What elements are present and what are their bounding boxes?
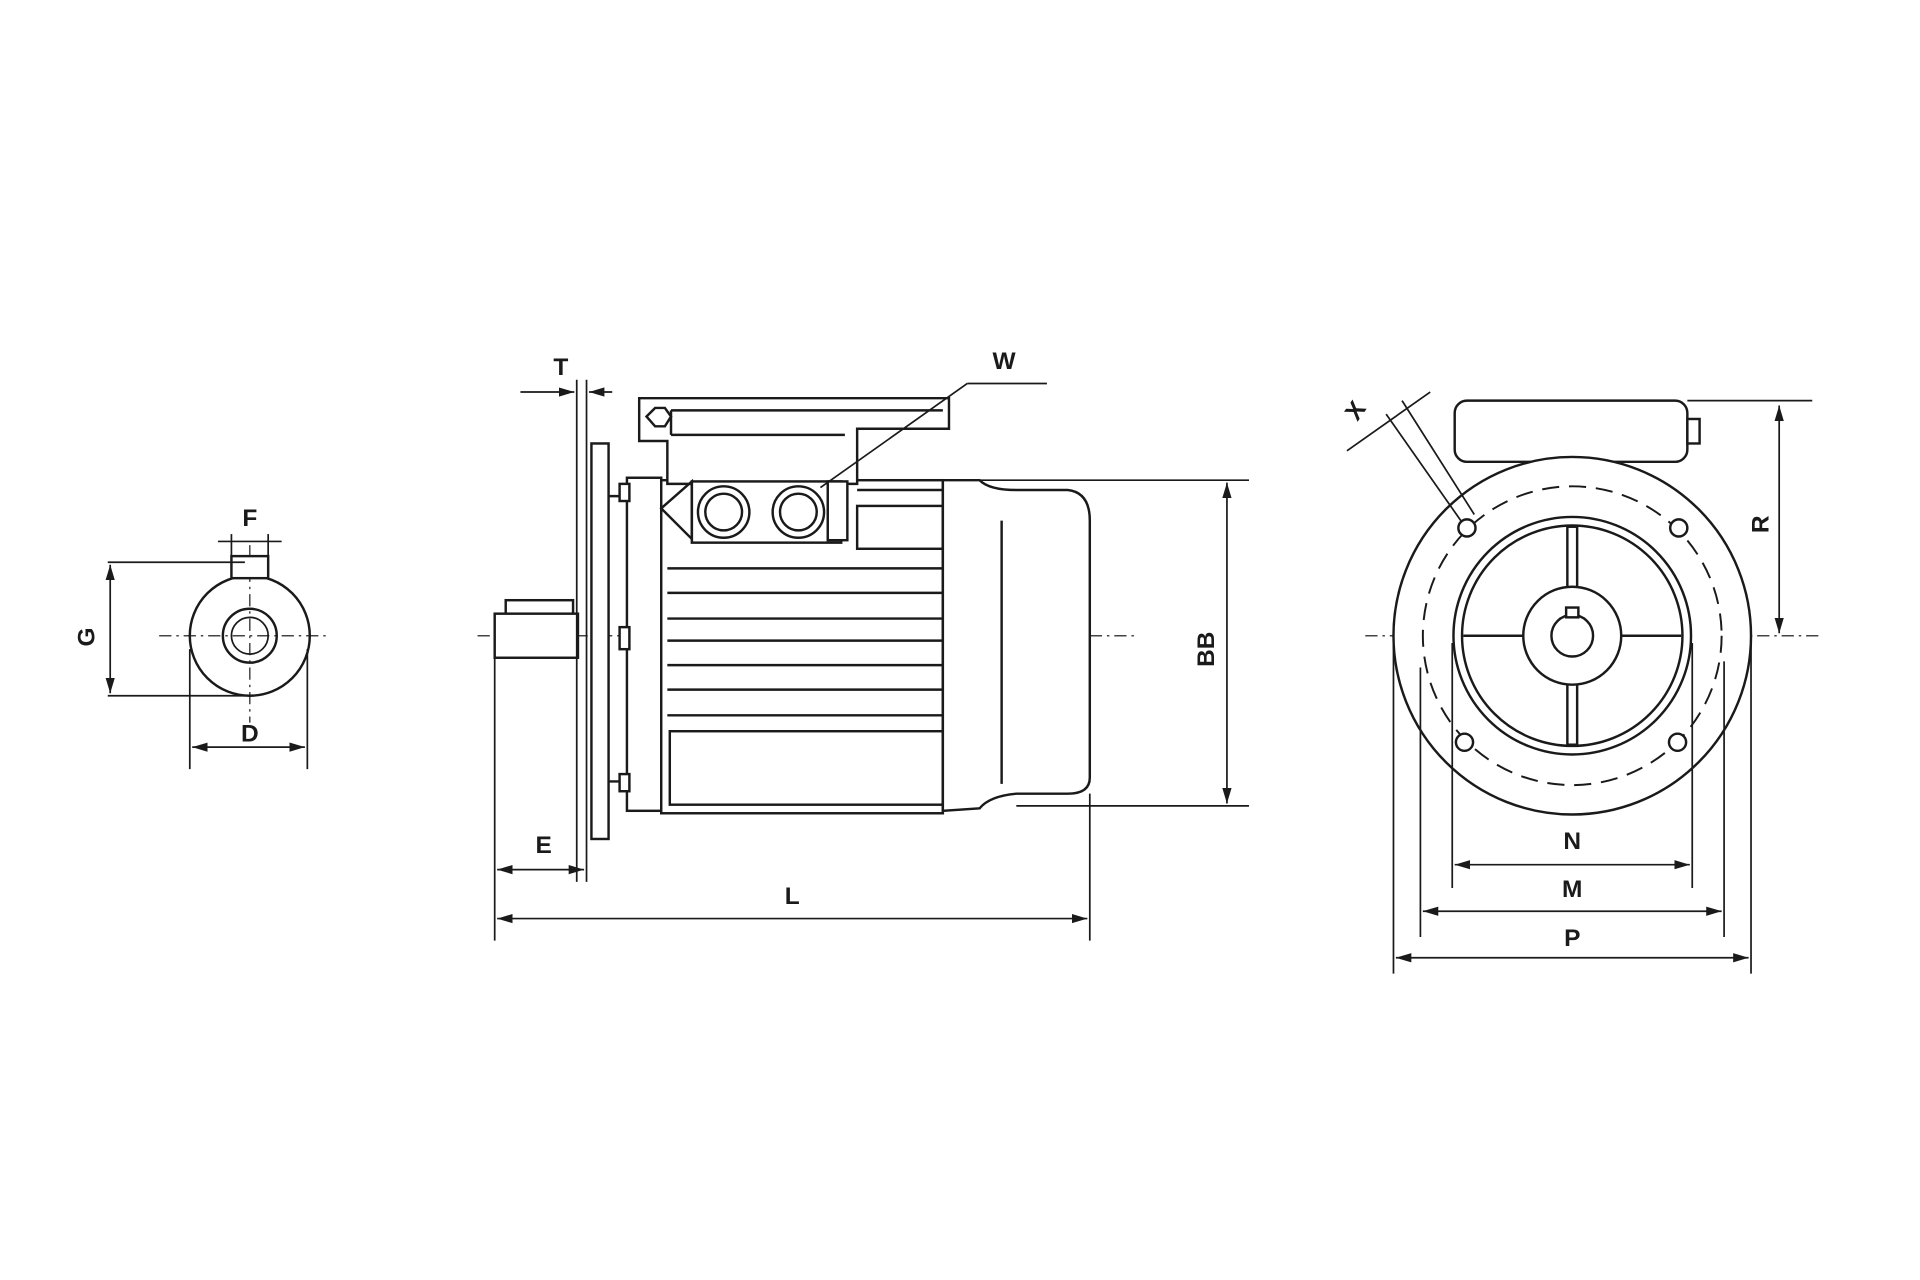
shaft-key <box>230 554 270 580</box>
dimension-label-w: W <box>993 348 1017 375</box>
hex-screw-icon <box>644 406 673 428</box>
dimension-label-r: R <box>1748 515 1775 533</box>
motor-flange-view: X R N M P <box>1340 391 1819 974</box>
terminal-box <box>637 396 951 544</box>
flange <box>590 442 610 841</box>
pitch-circle <box>1421 485 1723 787</box>
cable-gland-1 <box>696 485 751 539</box>
dimension-label-l: L <box>785 883 800 910</box>
motor-side-view: W T E L BB <box>477 348 1249 941</box>
terminal-box-top <box>1453 399 1689 464</box>
dimension-label-x: X <box>1340 396 1372 425</box>
dimension-label-bb: BB <box>1193 632 1220 667</box>
cooling-fins <box>667 567 943 717</box>
fan-cover <box>941 478 1092 813</box>
dimension-label-n: N <box>1563 828 1581 855</box>
shaft-end-view: F G D <box>74 505 331 770</box>
dimension-label-g: G <box>74 627 101 646</box>
shaft-end <box>1550 613 1595 658</box>
shaft <box>493 612 580 659</box>
dimension-label-t: T <box>553 354 568 381</box>
dimension-label-p: P <box>1564 925 1580 952</box>
dimension-label-m: M <box>1562 876 1582 903</box>
bolt-holes <box>1454 518 1689 753</box>
dimension-label-e: E <box>536 832 552 859</box>
cable-gland-2 <box>771 485 826 539</box>
dimension-label-f: F <box>242 505 257 532</box>
dimension-label-d: D <box>241 720 259 747</box>
